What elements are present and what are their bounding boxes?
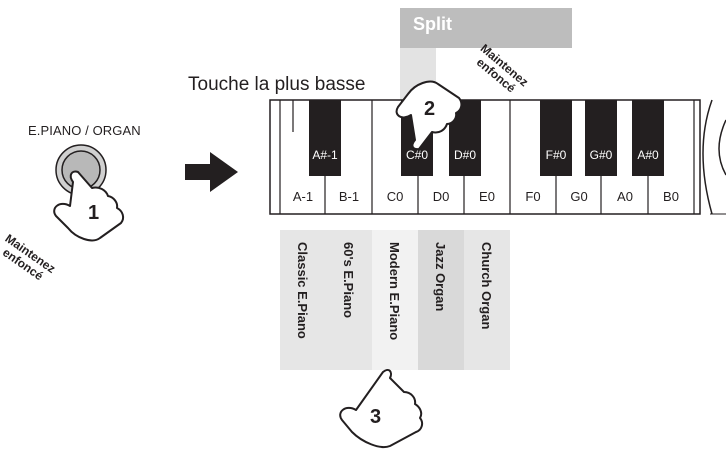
- step-number-1: 1: [88, 202, 100, 224]
- black-key-label-g-sharp-0: G#0: [589, 148, 613, 162]
- voice-label-classic-e-piano: Classic E.Piano: [295, 242, 310, 339]
- voice-label-60s-e-piano: 60's E.Piano: [341, 242, 356, 319]
- white-key-label-a-minus1: A-1: [292, 189, 314, 204]
- black-key-a-sharp-0: [632, 100, 664, 176]
- white-key-label-e0: E0: [479, 189, 495, 204]
- white-key-label-b0: B0: [663, 189, 679, 204]
- white-key-label-f0: F0: [525, 189, 541, 204]
- voice-panel-3: [372, 230, 418, 370]
- voice-label-modern-e-piano: Modern E.Piano: [387, 242, 402, 341]
- white-key-label-b-minus1: B-1: [338, 189, 360, 204]
- split-badge-background: [400, 8, 572, 48]
- black-key-label-a-sharp-minus1: A#-1: [312, 148, 338, 162]
- black-key-label-a-sharp-0: A#0: [637, 148, 659, 162]
- black-key-label-f-sharp-0: F#0: [545, 148, 567, 162]
- step-number-2: 2: [424, 98, 436, 120]
- piano-body-curve-2: [718, 119, 726, 176]
- lowest-key-annotation: Touche la plus basse: [188, 74, 366, 95]
- white-key-label-d0: D0: [432, 189, 450, 204]
- voice-panel-2: [326, 230, 372, 370]
- white-key-label-a0: A0: [617, 189, 633, 204]
- hand-icon-3: [339, 368, 424, 448]
- split-badge-label: Split: [413, 14, 452, 34]
- black-key-g-sharp-0: [585, 100, 617, 176]
- black-key-label-d-sharp-0: D#0: [453, 148, 476, 162]
- hand-icon-2: [395, 80, 463, 151]
- right-arrow-icon: [185, 152, 238, 192]
- white-key-label-c0: C0: [386, 189, 404, 204]
- hand-icon-1: [53, 170, 125, 242]
- black-key-a-sharp-minus1: [309, 100, 341, 176]
- voice-panel-1: [280, 230, 326, 370]
- panel-button-label: E.PIANO / ORGAN: [28, 123, 141, 138]
- black-key-label-c-sharp-0: C#0: [405, 148, 428, 162]
- white-key-label-g0: G0: [570, 189, 588, 204]
- black-key-f-sharp-0: [540, 100, 572, 176]
- voice-panel-5: [464, 230, 510, 370]
- keyboard: [269, 99, 701, 215]
- voice-label-church-organ: Church Organ: [479, 242, 494, 330]
- voice-label-jazz-organ: Jazz Organ: [433, 242, 448, 312]
- piano-body-curve: [702, 99, 713, 215]
- voice-panel-4: [418, 230, 464, 370]
- step-number-3: 3: [370, 406, 382, 428]
